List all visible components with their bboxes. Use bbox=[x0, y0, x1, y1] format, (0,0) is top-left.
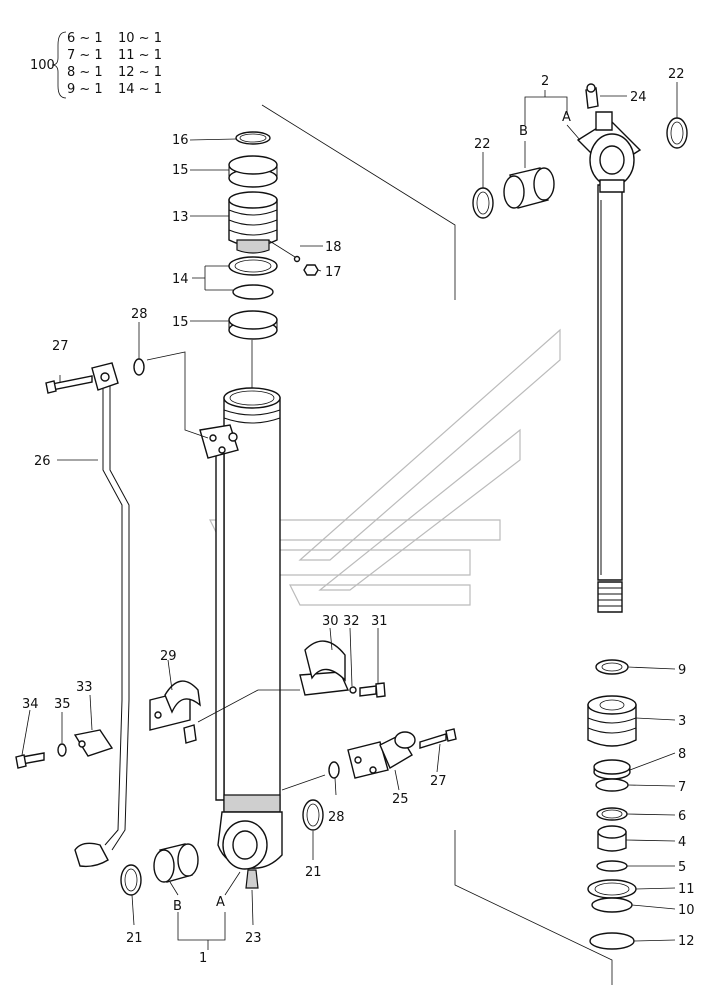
oring-28-bottom bbox=[328, 761, 340, 779]
label-34: 34 bbox=[22, 697, 39, 712]
clamp-30 bbox=[299, 640, 350, 696]
seal-11 bbox=[587, 879, 637, 899]
label-4: 4 bbox=[678, 835, 686, 850]
label-25: 25 bbox=[392, 792, 409, 807]
kit-row-3b: 12 ~ 1 bbox=[118, 65, 162, 80]
bolt-27-right bbox=[419, 728, 457, 749]
label-11: 11 bbox=[678, 882, 695, 897]
small-parts-17-18 bbox=[293, 255, 319, 276]
clamp-29 bbox=[149, 680, 201, 744]
wear-ring-15-top bbox=[228, 155, 278, 188]
label-21-right: 21 bbox=[305, 865, 322, 880]
oring-28-top bbox=[133, 358, 145, 376]
label-8: 8 bbox=[678, 747, 686, 762]
label-b-top: B bbox=[519, 124, 528, 139]
label-22-right: 22 bbox=[668, 67, 685, 82]
bolt-31 bbox=[359, 682, 386, 698]
label-23: 23 bbox=[245, 931, 262, 946]
seal-21-left bbox=[120, 864, 142, 896]
fitting-25 bbox=[347, 731, 416, 779]
label-b-bottom: B bbox=[173, 899, 182, 914]
bolt-27-left bbox=[45, 375, 93, 394]
grease-nipple-24 bbox=[585, 83, 613, 131]
leader-lines bbox=[21, 82, 678, 950]
watermark-logo bbox=[209, 328, 561, 606]
clamp-33 bbox=[73, 729, 114, 757]
label-15-top: 15 bbox=[172, 163, 189, 178]
ring-12 bbox=[589, 932, 635, 950]
ring-6 bbox=[596, 807, 628, 821]
pipe-26 bbox=[74, 362, 130, 868]
label-10: 10 bbox=[678, 903, 695, 918]
ring-7 bbox=[595, 778, 629, 792]
kit-row-1b: 10 ~ 1 bbox=[118, 31, 162, 46]
kit-row-2b: 11 ~ 1 bbox=[118, 48, 162, 63]
seal-22-left bbox=[472, 187, 494, 219]
label-13: 13 bbox=[172, 210, 189, 225]
label-29: 29 bbox=[160, 649, 177, 664]
kit-row-2a: 7 ~ 1 bbox=[67, 48, 103, 63]
label-22-left: 22 bbox=[474, 137, 491, 152]
label-a-bottom: A bbox=[216, 895, 225, 910]
kit-row-3a: 8 ~ 1 bbox=[67, 65, 103, 80]
seal-set-14 bbox=[228, 256, 278, 300]
ring-8 bbox=[593, 759, 631, 780]
kit-row-1a: 6 ~ 1 bbox=[67, 31, 103, 46]
label-7: 7 bbox=[678, 780, 686, 795]
label-16: 16 bbox=[172, 133, 189, 148]
cylinder-tube-1 bbox=[215, 387, 283, 889]
label-32: 32 bbox=[343, 614, 360, 629]
label-27-right: 27 bbox=[430, 774, 447, 789]
kit-row-4b: 14 ~ 1 bbox=[118, 82, 162, 97]
oring-5 bbox=[596, 860, 628, 872]
bushing-b-bottom bbox=[153, 843, 199, 883]
piston-3 bbox=[587, 695, 637, 747]
ring-10 bbox=[591, 897, 633, 913]
kit-number: 100 bbox=[30, 58, 55, 73]
label-26: 26 bbox=[34, 454, 51, 469]
collar-4 bbox=[597, 825, 627, 852]
washer-32 bbox=[349, 686, 357, 694]
label-a-top: A bbox=[562, 110, 571, 125]
label-12: 12 bbox=[678, 934, 695, 949]
label-6: 6 bbox=[678, 809, 686, 824]
label-15-bottom: 15 bbox=[172, 315, 189, 330]
label-1: 1 bbox=[199, 951, 207, 966]
label-5: 5 bbox=[678, 860, 686, 875]
label-28-top: 28 bbox=[131, 307, 148, 322]
port-flange bbox=[199, 424, 239, 459]
label-17: 17 bbox=[325, 265, 342, 280]
label-9: 9 bbox=[678, 663, 686, 678]
label-3: 3 bbox=[678, 714, 686, 729]
label-33: 33 bbox=[76, 680, 93, 695]
seal-16 bbox=[235, 131, 271, 145]
label-18: 18 bbox=[325, 240, 342, 255]
label-28-bottom: 28 bbox=[328, 810, 345, 825]
guide-lines bbox=[261, 104, 613, 985]
piston-rod-2 bbox=[576, 119, 642, 613]
seal-21-right bbox=[302, 799, 324, 831]
kit-brace bbox=[51, 31, 67, 99]
label-24: 24 bbox=[630, 90, 647, 105]
part-labels: 16 15 13 18 17 14 15 28 27 26 29 30 32 3… bbox=[22, 67, 695, 966]
label-27-left: 27 bbox=[52, 339, 69, 354]
label-2: 2 bbox=[541, 74, 549, 89]
label-31: 31 bbox=[371, 614, 388, 629]
nut-9 bbox=[595, 659, 629, 675]
cylinder-head-13 bbox=[228, 191, 278, 254]
bolt-34 bbox=[15, 752, 45, 769]
washer-35 bbox=[57, 743, 67, 757]
label-14: 14 bbox=[172, 272, 189, 287]
bushing-b-top bbox=[503, 167, 555, 209]
kit-row-4a: 9 ~ 1 bbox=[67, 82, 103, 97]
label-35: 35 bbox=[54, 697, 71, 712]
kit-list: 100 6 ~ 1 10 ~ 1 7 ~ 1 11 ~ 1 8 ~ 1 12 ~… bbox=[30, 31, 162, 99]
seal-22-right bbox=[666, 117, 688, 149]
label-21-left: 21 bbox=[126, 931, 143, 946]
label-30: 30 bbox=[322, 614, 339, 629]
wear-ring-15-bottom bbox=[228, 310, 278, 340]
